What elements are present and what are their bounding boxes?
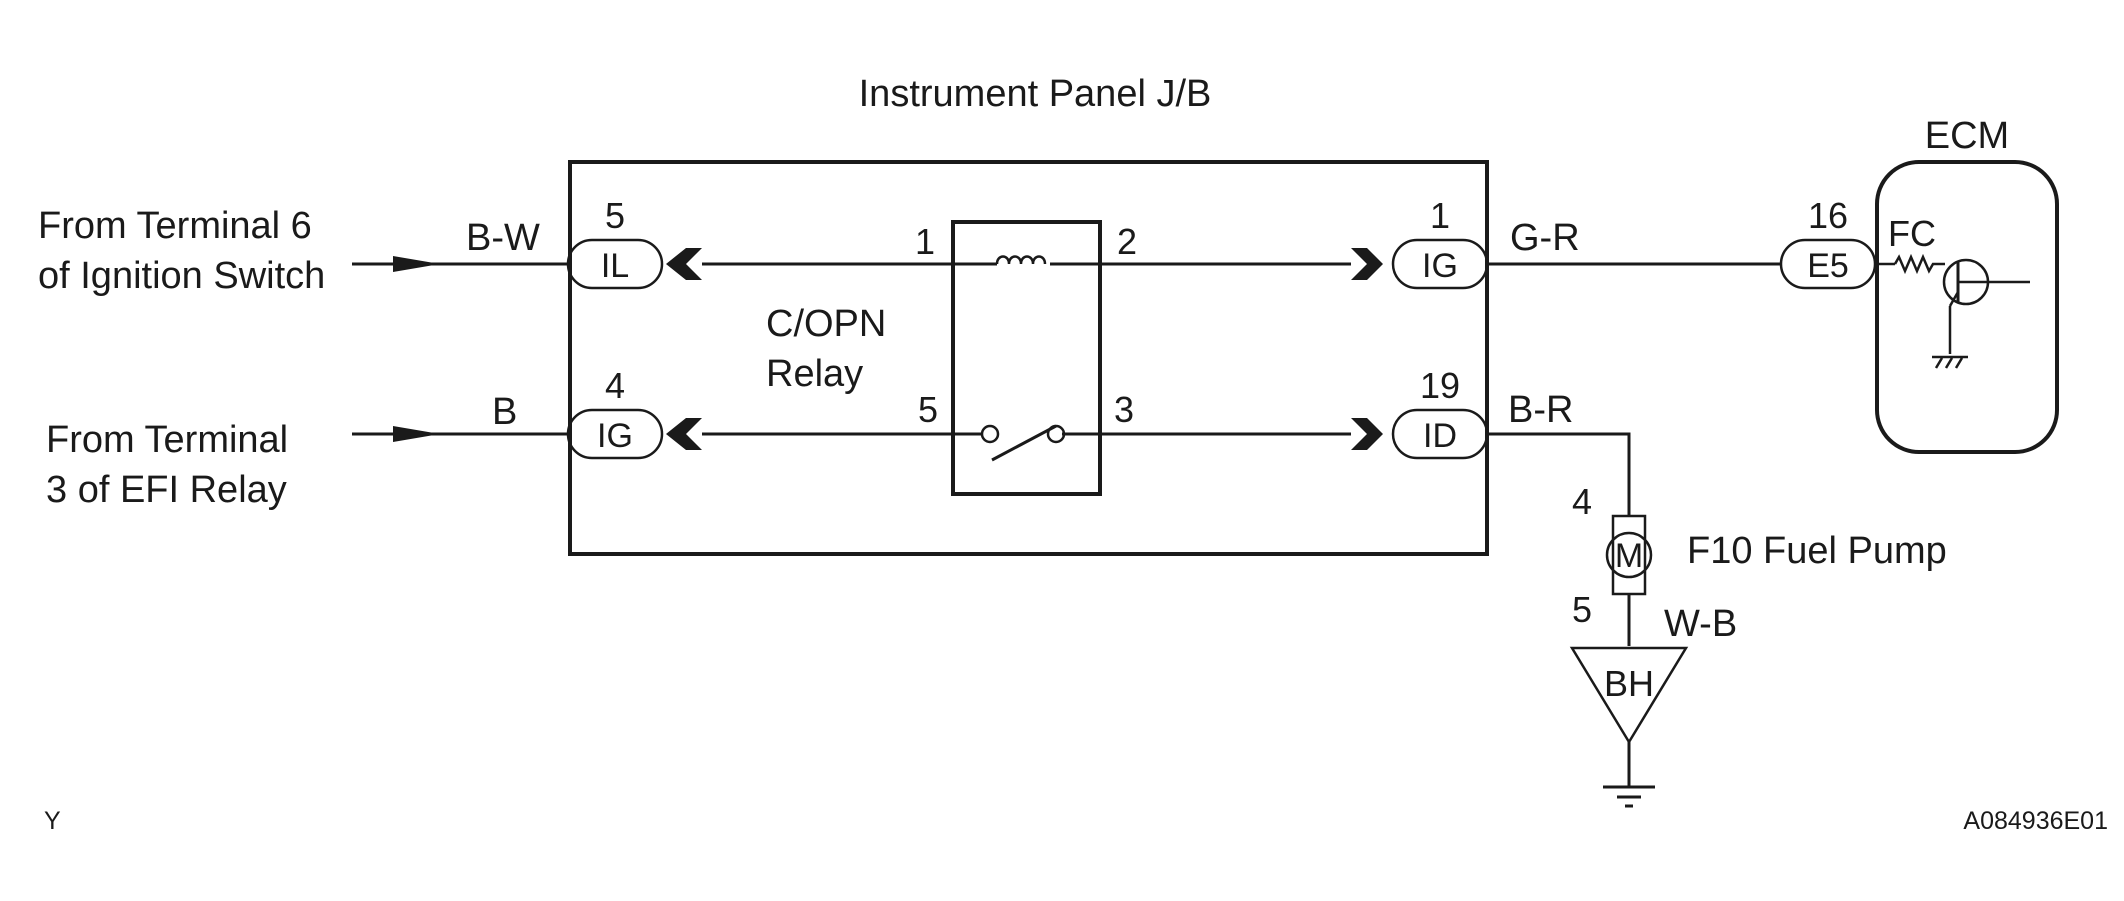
- input-ignition-line2: of Ignition Switch: [38, 255, 325, 297]
- input-ignition-line1: From Terminal 6: [38, 205, 312, 247]
- connector-right-bottom: [1351, 418, 1383, 450]
- terminal-il: [566, 238, 664, 290]
- wire-label-wb: W-B: [1664, 603, 1737, 645]
- wire-label-br: B-R: [1508, 389, 1573, 431]
- ecm-title: ECM: [1925, 115, 2009, 157]
- connector-left-top: [666, 248, 702, 280]
- terminal-e5-pin: 16: [1808, 195, 1848, 236]
- fuel-pump-motor: [1605, 531, 1653, 579]
- terminal-id-name: ID: [1423, 417, 1457, 455]
- connector-left-bottom: [666, 418, 702, 450]
- wire-label-gr: G-R: [1510, 217, 1580, 259]
- input-arrow-efi: [393, 426, 440, 442]
- input-arrow-ignition: [393, 256, 440, 272]
- ecm-box: [1875, 160, 2059, 454]
- figure-id: A084936E01: [1963, 807, 2108, 835]
- relay-name-line1: C/OPN: [766, 303, 886, 345]
- relay-pin-1: 1: [915, 221, 935, 262]
- terminal-id-pin: 19: [1420, 365, 1460, 406]
- terminal-e5-name: E5: [1807, 247, 1849, 285]
- wire-br: [1487, 432, 1631, 516]
- relay-box: [951, 220, 1102, 496]
- terminal-ig-right-pin: 1: [1430, 195, 1450, 236]
- ecm-transistor-emitter: [1948, 291, 1960, 307]
- terminal-ig-right-name: IG: [1422, 247, 1458, 285]
- ground-point-triangle: [1569, 646, 1689, 745]
- relay-contact-left: [980, 424, 1000, 444]
- wire-label-bw: B-W: [466, 217, 540, 259]
- relay-coil: [995, 255, 1047, 265]
- relay-name-line2: Relay: [766, 353, 863, 395]
- terminal-ig-left-name: IG: [597, 417, 633, 455]
- junction-block-title: Instrument Panel J/B: [859, 73, 1212, 115]
- input-efi-line1: From Terminal: [46, 419, 288, 461]
- ecm-resistor: [1893, 253, 1945, 275]
- terminal-ig-left-pin: 4: [605, 365, 625, 406]
- relay-switch-arm: [991, 424, 1057, 462]
- fuel-pump-pin-4: 4: [1572, 481, 1592, 522]
- fuel-pump-motor-label: M: [1615, 537, 1643, 575]
- terminal-ig-left: [566, 408, 664, 460]
- ground-point-name: BH: [1604, 663, 1654, 704]
- relay-pin-3: 3: [1114, 389, 1134, 430]
- connector-right-top: [1351, 248, 1383, 280]
- wire-label-b: B: [492, 391, 517, 433]
- relay-pin-5: 5: [918, 389, 938, 430]
- terminal-il-name: IL: [601, 247, 629, 285]
- fuel-pump-pin-5: 5: [1572, 589, 1592, 630]
- ecm-ground-hatch: [1934, 357, 1964, 369]
- ecm-signal-fc: FC: [1888, 213, 1936, 254]
- input-efi-line2: 3 of EFI Relay: [46, 469, 287, 511]
- terminal-il-pin: 5: [605, 195, 625, 236]
- fuel-pump-label: F10 Fuel Pump: [1687, 530, 1947, 572]
- relay-pin-2: 2: [1117, 221, 1137, 262]
- corner-mark-left: Y: [44, 807, 61, 835]
- junction-block-box: [568, 160, 1489, 556]
